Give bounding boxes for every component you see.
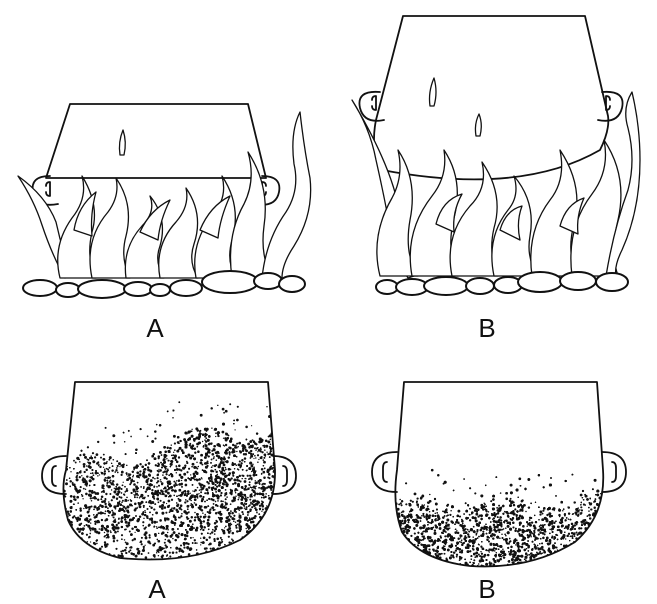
panel-label-bottom-b: B [478, 574, 495, 604]
panel-label-bottom-a: A [148, 574, 166, 604]
pot-b-over-fire [352, 16, 640, 295]
pot-a-over-fire [18, 104, 311, 298]
bowl-a-soot [42, 382, 296, 561]
panel-label-top-b: B [478, 313, 495, 343]
soot-pattern-b [391, 469, 612, 571]
soot-pattern-a [59, 401, 287, 561]
flames-a [18, 112, 311, 278]
panel-label-top-a: A [146, 313, 164, 343]
bowl-b-soot [372, 382, 626, 571]
pot-a-body [33, 104, 280, 205]
